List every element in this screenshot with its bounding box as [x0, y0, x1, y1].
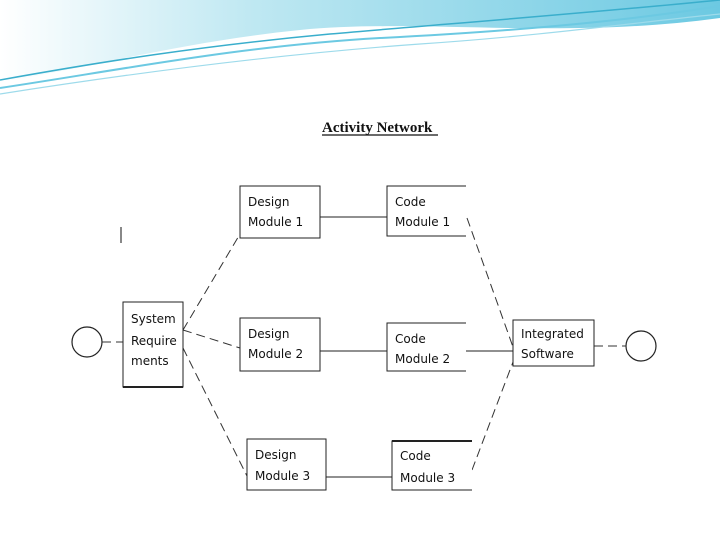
start-node	[71, 326, 103, 358]
node-system-requirements: System Require ments	[122, 301, 184, 388]
svg-text:Module 2: Module 2	[395, 352, 450, 366]
node-integrated-software: Integrated Software	[512, 319, 595, 367]
svg-text:Design: Design	[248, 327, 289, 341]
svg-text:Code: Code	[400, 449, 431, 463]
edge-code1-integrated	[466, 217, 514, 348]
edge-system-design2	[182, 329, 241, 349]
svg-text:Require: Require	[131, 334, 177, 348]
svg-text:ments: ments	[131, 354, 169, 368]
diagram-title: Activity Network	[322, 120, 433, 136]
svg-text:Software: Software	[521, 347, 574, 361]
node-code-module-1: Code Module 1	[386, 185, 466, 237]
node-design-module-2: Design Module 2	[239, 317, 321, 372]
node-code-module-3: Code Module 3	[391, 440, 472, 491]
svg-text:Code: Code	[395, 195, 426, 209]
svg-text:Integrated: Integrated	[521, 327, 584, 341]
node-code-module-2: Code Module 2	[386, 322, 466, 372]
end-node	[625, 330, 657, 362]
svg-text:Module 1: Module 1	[248, 215, 303, 229]
edge-code3-integrated	[471, 361, 514, 471]
edge-system-design1	[182, 233, 241, 331]
svg-text:Design: Design	[255, 448, 296, 462]
svg-text:Design: Design	[248, 195, 289, 209]
header-wave-decoration	[0, 0, 720, 95]
svg-text:Module 1: Module 1	[395, 215, 450, 229]
svg-text:Code: Code	[395, 332, 426, 346]
svg-text:Module 2: Module 2	[248, 347, 303, 361]
svg-text:Module 3: Module 3	[255, 469, 310, 483]
edge-system-design3	[182, 347, 248, 477]
node-design-module-1: Design Module 1	[239, 185, 321, 239]
node-design-module-3: Design Module 3	[246, 438, 327, 491]
svg-text:Module 3: Module 3	[400, 471, 455, 485]
svg-text:System: System	[131, 312, 176, 326]
